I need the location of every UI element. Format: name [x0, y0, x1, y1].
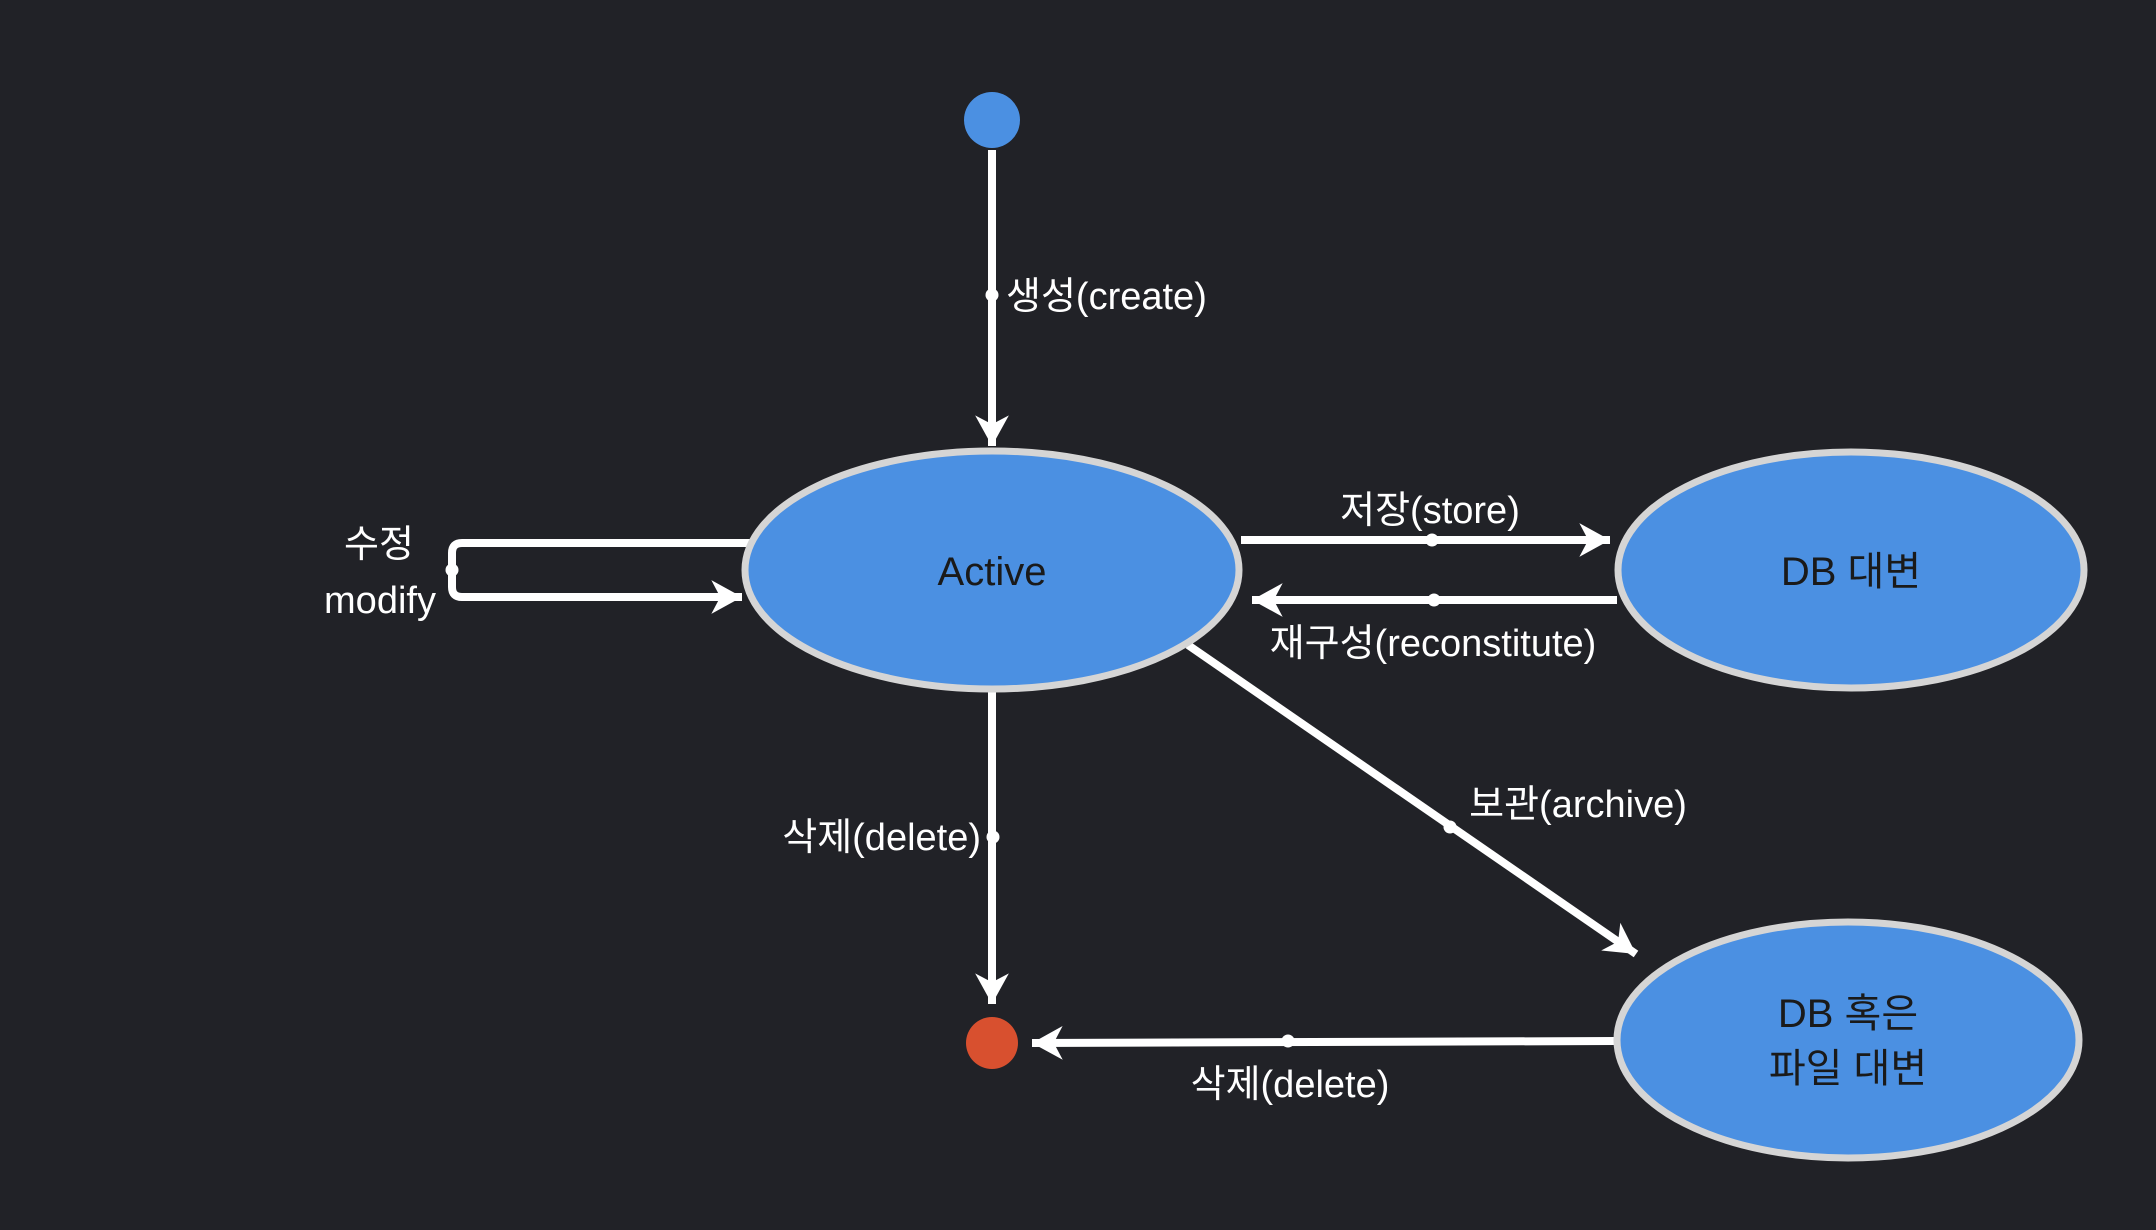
- transition-delete-archived-midpoint-dot: [1281, 1034, 1295, 1048]
- state-db-or-file-shape: [1613, 918, 2083, 1162]
- state-db-or-file-label-line1: DB 혹은: [1778, 992, 1918, 1036]
- transition-modify-label-ko: 수정: [344, 524, 414, 566]
- transition-archive-line: [1185, 641, 1639, 958]
- transition-delete-archived: 삭제(delete): [1031, 1026, 1617, 1106]
- transition-delete-archived-line: [1031, 1026, 1617, 1060]
- initial-state-node: [964, 92, 1020, 148]
- state-active-label: Active: [938, 550, 1047, 594]
- transition-archive: 보관(archive): [1185, 641, 1687, 958]
- transition-archive-midpoint-dot: [1443, 820, 1457, 834]
- transition-store: 저장(store): [1241, 490, 1610, 557]
- transition-archive-label: 보관(archive): [1469, 784, 1687, 826]
- transition-create: 생성(create): [975, 150, 1207, 446]
- transition-store-midpoint-dot: [1425, 533, 1439, 547]
- transition-reconstitute-midpoint-dot: [1427, 593, 1441, 607]
- state-db-shape: [1614, 448, 2088, 692]
- state-db: DB 대변: [1614, 448, 2088, 692]
- transition-delete-active: 삭제(delete): [782, 690, 1009, 1004]
- transition-modify-label-en: modify: [324, 580, 436, 622]
- final-state-node: [966, 1017, 1018, 1069]
- transition-reconstitute: 재구성(reconstitute): [1252, 583, 1617, 665]
- state-db-label: DB 대변: [1781, 550, 1921, 594]
- transition-delete-archived-label: 삭제(delete): [1191, 1064, 1390, 1106]
- state-db-or-file: DB 혹은 파일 대변: [1613, 918, 2083, 1162]
- transition-delete-active-midpoint-dot: [986, 830, 1000, 844]
- transition-modify-midpoint-dot: [445, 563, 459, 577]
- state-active: Active: [741, 447, 1243, 693]
- transition-create-midpoint-dot: [985, 288, 999, 302]
- state-db-or-file-label-line2: 파일 대변: [1769, 1047, 1927, 1091]
- transition-store-label: 저장(store): [1340, 490, 1520, 532]
- transition-create-label: 생성(create): [1006, 276, 1207, 318]
- transition-modify: 수정 modify: [324, 524, 752, 622]
- state-active-shape: [741, 447, 1243, 693]
- transition-delete-active-label: 삭제(delete): [782, 817, 981, 859]
- transition-reconstitute-label: 재구성(reconstitute): [1270, 623, 1597, 665]
